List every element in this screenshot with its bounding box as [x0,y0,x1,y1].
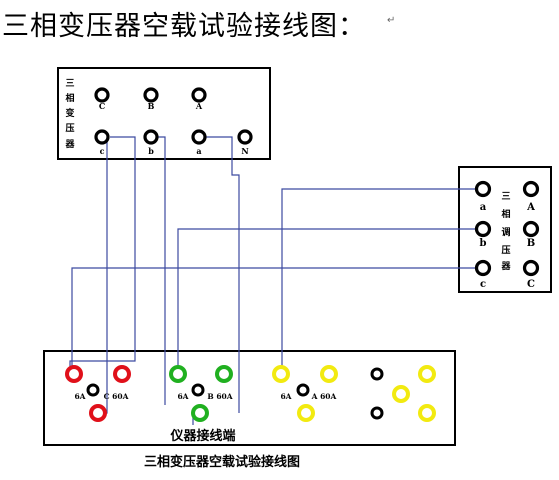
wire-regulator-b-to-instrument-b [177,228,475,372]
transformer-low-terminal[interactable] [237,129,253,145]
group-b-6a-label: 6A [177,392,188,401]
regulator-high-terminal[interactable] [522,220,540,238]
instrument-b-6a-terminal[interactable] [169,365,187,383]
instrument-c-black-terminal[interactable] [86,383,100,397]
group-a-6a-label: 6A [280,392,291,401]
regulator-terminal-label-A: A [526,202,535,213]
instrument-b-common-terminal[interactable] [191,404,209,422]
regulator-side-char: 三 [501,191,510,202]
regulator-high-terminal[interactable] [522,180,540,198]
regulator-side-char: 器 [500,261,511,272]
instrument-spare-black-terminal-bottom[interactable] [370,406,384,420]
transformer-low-terminal[interactable] [143,129,159,145]
terminal-label-a-lower: a [196,146,201,156]
instrument-spare-yellow-terminal-mid[interactable] [392,385,410,403]
wire-transformer-b-to-instrument-b [158,136,166,405]
regulator-side-char: 相 [501,208,510,220]
terminal-label-A-upper: A [195,101,203,111]
regulator-side-char: 调 [501,226,510,238]
group-c-60a-label: C 60A [104,392,129,401]
instrument-b-black-terminal[interactable] [191,383,205,397]
transformer-high-terminal[interactable] [191,87,207,103]
instrument-c-6a-terminal[interactable] [65,365,83,383]
group-a-60a-label: A 60A [311,392,337,401]
diagram-caption: 三相变压器空载试验接线图 [144,454,300,470]
regulator-terminal-label-C: C [527,279,535,290]
regulator-terminal-label-a: a [480,202,487,213]
wire-regulator-a-to-instrument-a [281,188,475,372]
instrument-terminal-box [43,350,456,446]
group-b-60a-label: B 60A [207,392,232,401]
regulator-low-terminal[interactable] [474,259,492,277]
instrument-b-60a-terminal[interactable] [215,365,233,383]
transformer-side-char: 器 [64,139,75,150]
terminal-label-N: N [241,146,248,156]
group-c-6a-label: 6A [74,392,85,401]
instrument-a-common-terminal[interactable] [297,404,315,422]
diagram-heading: 三相变压器空载试验接线图： [2,11,366,42]
instrument-a-6a-terminal[interactable] [272,365,290,383]
regulator-terminal-label-c: c [480,279,486,290]
regulator-terminal-label-b: b [480,238,487,249]
regulator-terminal-label-B: B [527,238,535,249]
instrument-c-60a-terminal[interactable] [113,365,131,383]
three-phase-transformer-box [57,67,271,160]
instrument-spare-yellow-terminal-top[interactable] [418,365,436,383]
transformer-side-char: 压 [65,123,74,134]
regulator-low-terminal[interactable] [474,220,492,238]
regulator-high-terminal[interactable] [522,259,540,277]
transformer-side-char: 变 [65,107,74,119]
wire-transformer-a-to-instrument-a [205,136,240,413]
wire-regulator-c-to-instrument-c [71,267,475,372]
transformer-low-terminal[interactable] [94,129,110,145]
instrument-label: 仪器接线端 [169,428,235,444]
terminal-label-C-upper: C [99,101,105,111]
instrument-spare-yellow-terminal-bottom[interactable] [418,404,436,422]
paragraph-mark: ↵ [387,15,396,26]
wire-transformer-c-to-instrument-c [69,136,136,372]
regulator-side-char: 压 [501,245,510,256]
instrument-c-common-terminal[interactable] [89,404,107,422]
transformer-side-char: 三 [65,78,74,89]
transformer-side-char: 相 [65,92,74,104]
terminal-label-b-lower: b [148,146,154,156]
instrument-a-black-terminal[interactable] [296,383,310,397]
terminals [65,87,540,422]
regulator-low-terminal[interactable] [474,180,492,198]
transformer-low-terminal[interactable] [191,129,207,145]
instrument-a-60a-terminal[interactable] [320,365,338,383]
terminal-label-c-lower: c [100,146,105,156]
terminal-label-B-upper: B [148,101,155,111]
transformer-high-terminal[interactable] [94,87,110,103]
instrument-spare-black-terminal-top[interactable] [370,367,384,381]
transformer-high-terminal[interactable] [143,87,159,103]
wires [69,136,475,425]
